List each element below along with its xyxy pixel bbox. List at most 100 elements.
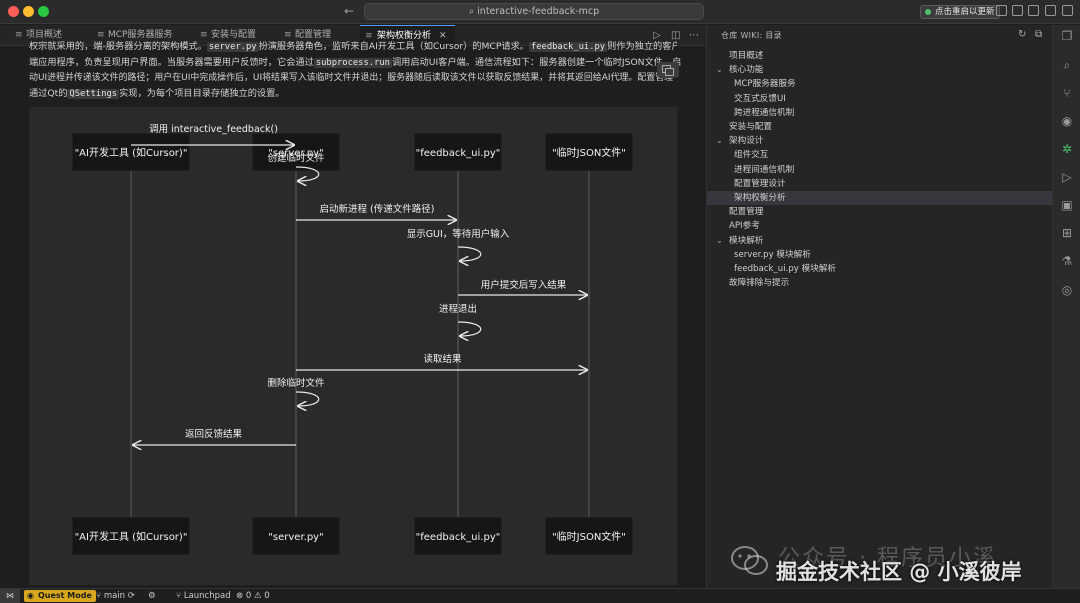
branch-status[interactable]: ⑂ main ⟳ — [96, 589, 135, 603]
remote-explorer-icon[interactable]: ▣ — [1061, 198, 1073, 212]
close-window-button[interactable] — [8, 6, 19, 17]
tab-label: 配置管理 — [295, 30, 332, 40]
editor-tab-bar: ≡项目概述 ≡MCP服务器服务 ≡安装与配置 ≡配置管理 ≡架构权衡分析✕ ▷ … — [0, 25, 706, 46]
toc-item-label: 交互式反馈UI — [734, 93, 786, 104]
toc-item-label: API参考 — [729, 221, 760, 232]
text-segment: 端应用程序，负责呈现用户界面。当服务器需要用户反馈时，它会通过 — [29, 57, 314, 68]
participant-box — [71, 516, 191, 556]
browser-icon[interactable]: ◎ — [1061, 283, 1073, 297]
collapse-all-icon[interactable]: ⧉ — [1035, 29, 1043, 40]
toc-item[interactable]: server.py 模块解析 — [734, 248, 811, 262]
update-dot-icon — [925, 9, 931, 15]
remote-indicator-icon[interactable]: ⋈ — [0, 589, 20, 603]
tab-project-overview[interactable]: ≡项目概述 — [12, 25, 62, 46]
text-segment: 权宗就采用的，端-服务器分离的架构模式。 — [29, 41, 207, 52]
markdown-file-icon: ≡ — [284, 30, 292, 40]
toggle-secondary-sidebar-icon[interactable] — [1045, 5, 1056, 16]
close-tab-icon[interactable]: ✕ — [439, 31, 447, 41]
text-segment: 则作为独立的客户 — [607, 41, 677, 52]
toc-item-label: MCP服务器服务 — [734, 79, 796, 90]
layout-icon[interactable] — [996, 5, 1007, 16]
message-label: 显示GUI，等待用户输入 — [407, 228, 510, 240]
toc-item-label: 架构设计 — [729, 136, 764, 147]
toc-item[interactable]: 故障排除与提示 — [729, 276, 789, 290]
tab-mcp-server[interactable]: ≡MCP服务器服务 — [94, 25, 172, 46]
minimize-window-button[interactable] — [23, 6, 34, 17]
customize-layout-icon[interactable] — [1062, 5, 1073, 16]
search-icon[interactable]: ⌕ — [1063, 58, 1071, 72]
participant-label: "server.py" — [268, 532, 323, 543]
toc-item[interactable]: ⌄ 架构设计 — [716, 134, 764, 148]
explorer-icon[interactable]: ❐ — [1061, 29, 1073, 43]
toc-item[interactable]: 交互式反馈UI — [734, 92, 786, 106]
chevron-down-icon[interactable]: ⌄ — [716, 235, 723, 245]
launchpad-status[interactable]: ⑂ Launchpad — [176, 589, 231, 603]
markdown-file-icon: ≡ — [97, 30, 105, 40]
toc-item[interactable]: 安装与配置 — [729, 120, 772, 134]
text-segment: 扮演服务器角色，监听来自AI开发工具（如Cursor）的MCP请求。 — [258, 41, 529, 52]
extensions-icon[interactable]: ⊞ — [1061, 226, 1073, 240]
toc-item[interactable]: 项目概述 — [729, 49, 763, 63]
toc-item[interactable]: 进程间通信机制 — [734, 163, 794, 177]
toc-item-label: 跨进程通信机制 — [734, 107, 795, 118]
self-message-arrow — [457, 246, 482, 261]
restart-update-button[interactable]: 点击重启以更新 — [920, 5, 1000, 19]
back-arrow-icon[interactable]: ← — [344, 4, 355, 18]
refresh-icon[interactable]: ↻ — [1018, 29, 1027, 40]
watermark-main: 掘金技术社区 @ 小溪彼岸 — [776, 560, 1022, 584]
wiki-icon[interactable]: ✲ — [1061, 142, 1073, 156]
command-center-search[interactable]: ⌕ interactive-feedback-mcp — [364, 3, 704, 20]
inline-code: subprocess.run — [313, 58, 392, 68]
markdown-file-icon: ≡ — [200, 30, 208, 40]
run-icon[interactable]: ▷ — [653, 30, 661, 41]
run-debug-icon[interactable]: ▷ — [1062, 170, 1072, 184]
toc-item[interactable]: 配置管理设计 — [734, 177, 786, 191]
problems-status[interactable]: ⊗ 0 ⚠ 0 — [236, 589, 270, 603]
toc-item[interactable]: 跨进程通信机制 — [734, 106, 794, 120]
source-control-icon[interactable]: ⑂ — [1063, 86, 1071, 100]
tab-architecture-tradeoff[interactable]: ≡架构权衡分析✕ — [360, 25, 455, 46]
tab-label: 架构权衡分析 — [377, 31, 432, 41]
more-actions-icon[interactable]: ⋯ — [689, 30, 699, 41]
toc-item[interactable]: MCP服务器服务 — [734, 77, 796, 91]
testing-icon[interactable]: ⚗ — [1061, 254, 1073, 268]
message-label: 进程退出 — [439, 303, 477, 315]
participant-box — [251, 132, 341, 172]
warning-icon: ⚠ — [253, 591, 265, 601]
toggle-sidebar-icon[interactable] — [1012, 5, 1023, 16]
toc-item[interactable]: API参考 — [729, 219, 760, 233]
quest-mode-button[interactable]: ◉Quest Mode — [24, 590, 96, 602]
watermark-subtitle: 公众号 · 程序员小溪 — [778, 546, 997, 571]
tab-install-config[interactable]: ≡安装与配置 — [197, 25, 256, 46]
toc-item[interactable]: ⌄模块解析 — [716, 234, 763, 248]
toc-item[interactable]: 架构权衡分析 — [707, 191, 1053, 205]
inline-code: QSettings — [67, 89, 120, 99]
split-editor-icon[interactable]: ◫ — [671, 30, 681, 41]
participant-box — [544, 132, 634, 172]
toc-item-label: 架构权衡分析 — [734, 193, 786, 203]
chevron-down-icon[interactable]: ⌄ — [716, 65, 723, 75]
toggle-panel-icon[interactable] — [1028, 5, 1039, 16]
participant-label: "feedback_ui.py" — [416, 532, 501, 543]
search-text: interactive-feedback-mcp — [477, 6, 600, 17]
restart-label: 点击重启以更新 — [935, 7, 995, 17]
compass-icon[interactable]: ◉ — [1061, 114, 1073, 128]
tab-config-management[interactable]: ≡配置管理 — [281, 25, 331, 46]
maximize-window-button[interactable] — [38, 6, 49, 17]
toc-item[interactable]: 组件交互 — [734, 148, 768, 162]
text-segment: 通过Qt的 — [29, 88, 68, 99]
toc-item[interactable]: ⌄核心功能 — [716, 63, 763, 77]
copy-floating-button[interactable] — [657, 62, 679, 78]
participant-box — [413, 132, 503, 172]
toc-item[interactable]: 配置管理 — [729, 205, 763, 219]
ports-icon[interactable]: ⚙ — [148, 591, 156, 601]
chevron-down-icon[interactable]: ⌄ — [716, 136, 723, 146]
participant-label: "临时JSON文件" — [552, 530, 626, 543]
launchpad-icon: ⑂ — [176, 591, 184, 601]
self-message-arrow — [295, 166, 320, 181]
toc-item[interactable]: feedback_ui.py 模块解析 — [734, 262, 836, 276]
tab-label: 项目概述 — [26, 30, 63, 40]
